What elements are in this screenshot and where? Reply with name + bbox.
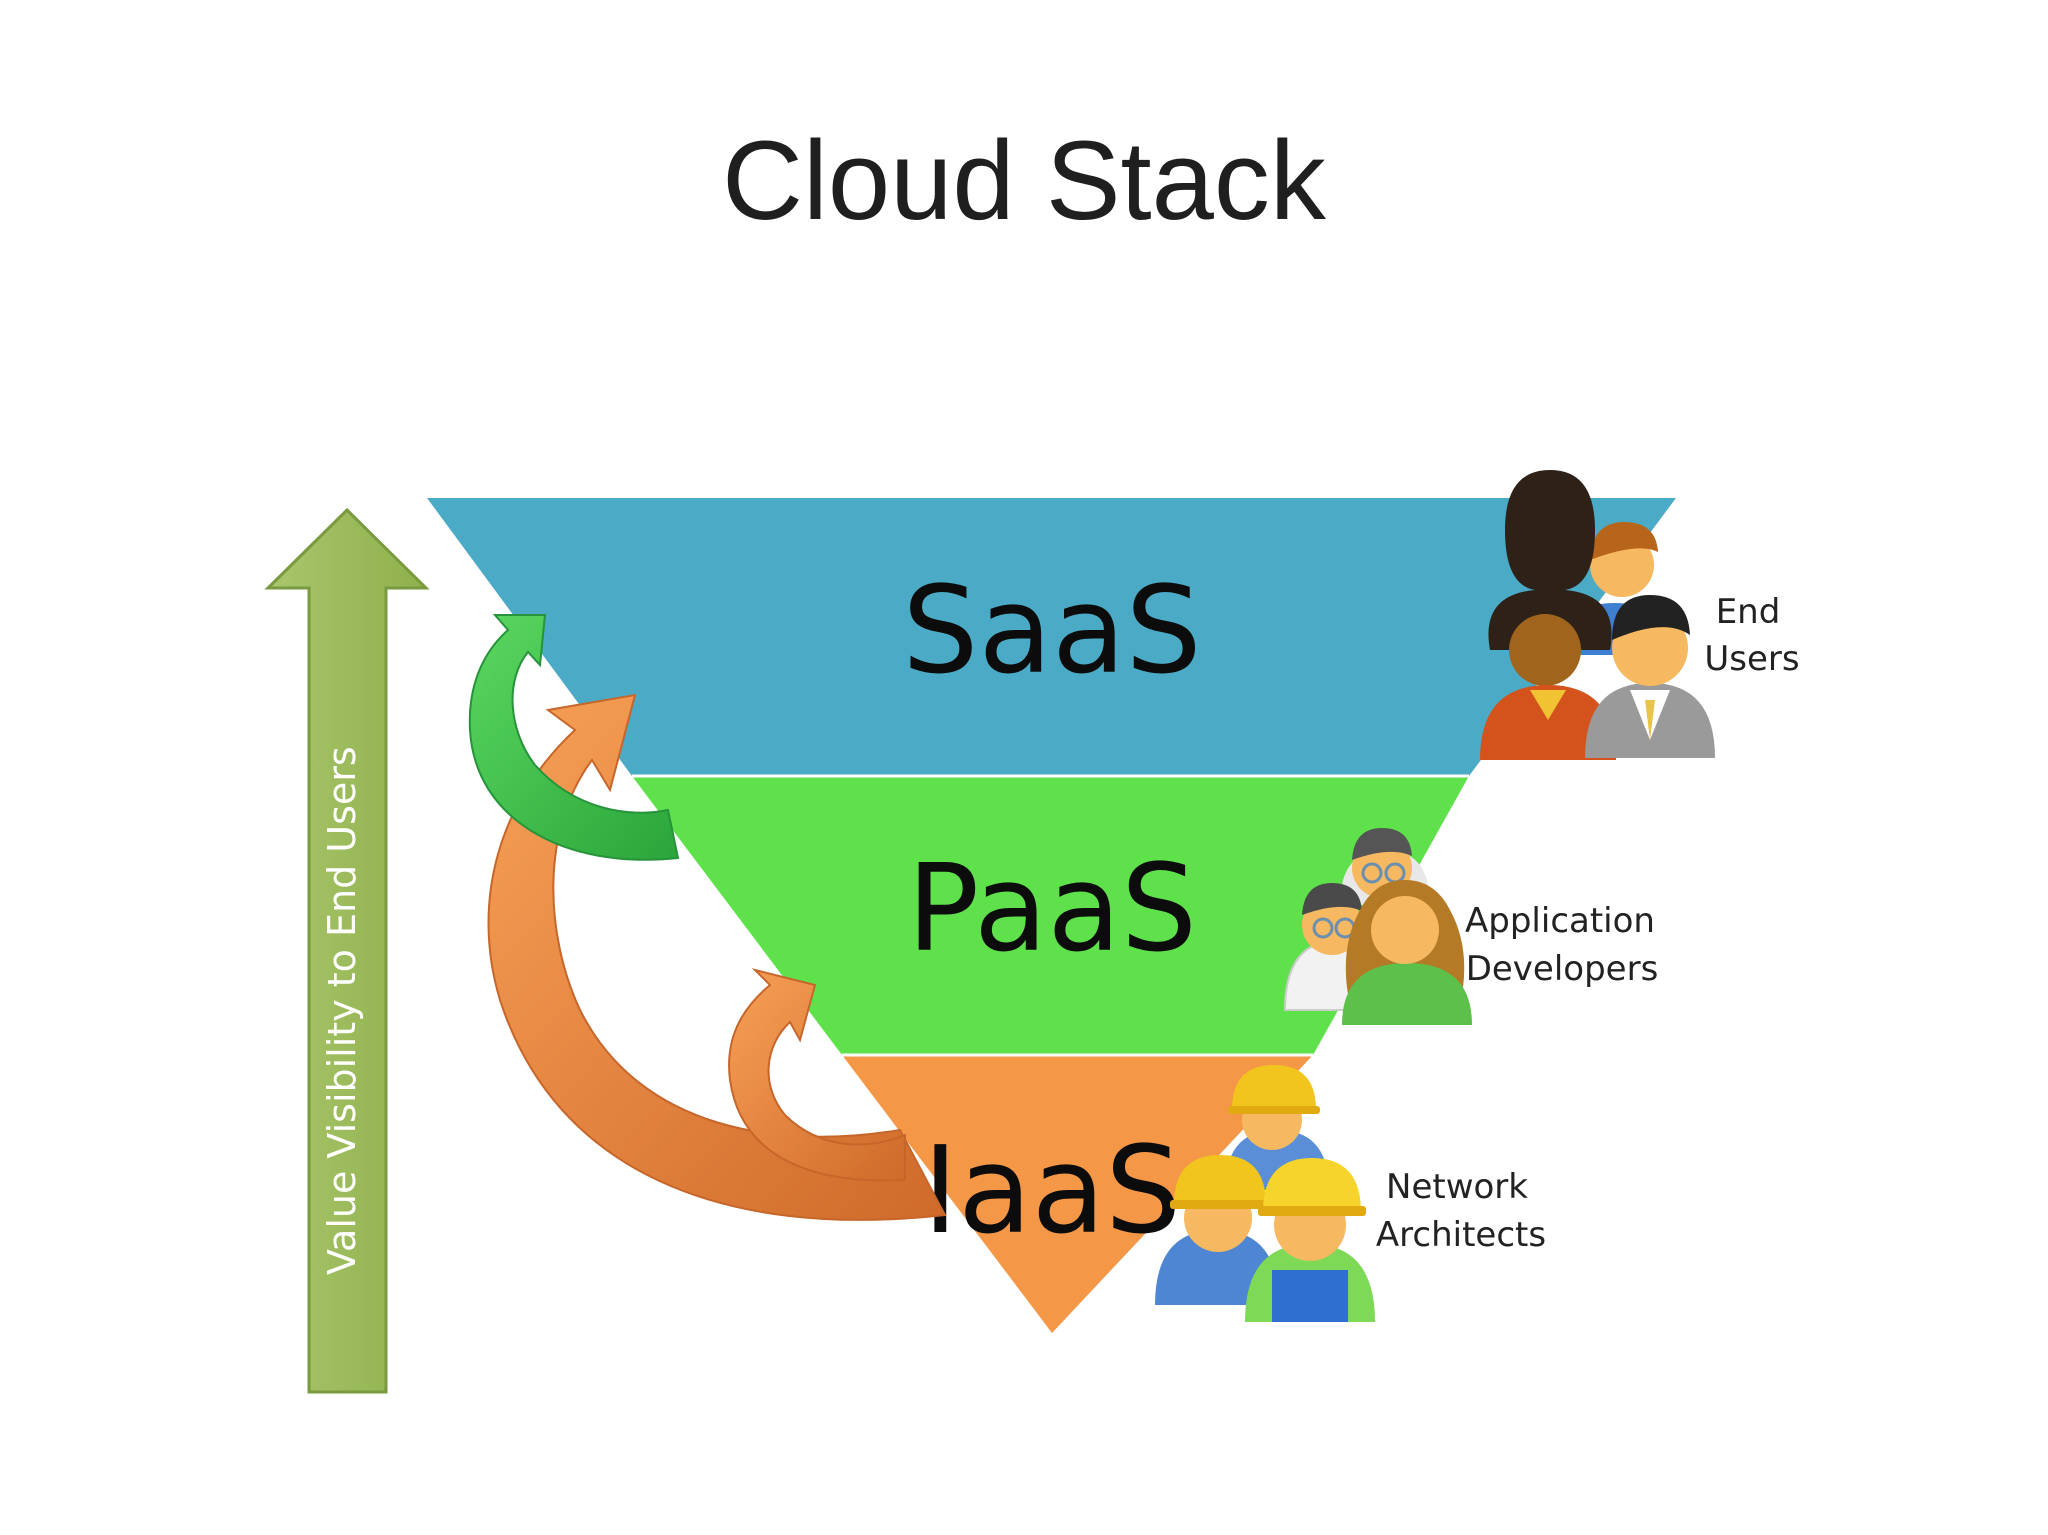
developers-label-line1: Application [1465, 901, 1655, 941]
saas-layer [427, 498, 1676, 776]
paas-layer [632, 776, 1469, 1055]
architects-label-line1: Network [1386, 1167, 1528, 1207]
value-visibility-axis-arrow: Value Visibility to End Users [264, 507, 430, 1394]
architects-group-icon [1155, 1065, 1375, 1322]
iaas-layer [842, 1055, 1313, 1333]
developers-label-line2: Developers [1466, 949, 1659, 989]
end-users-label-line1: End [1716, 592, 1781, 632]
slide-title: Cloud Stack [722, 118, 1326, 243]
stack-funnel [427, 498, 1676, 1333]
saas-label: SaaS [902, 562, 1201, 701]
iaas-to-paas-arrow [728, 968, 906, 1182]
iaas-label: IaaS [923, 1122, 1182, 1261]
end-users-group-icon [1480, 470, 1715, 760]
axis-label: Value Visibility to End Users [320, 746, 364, 1275]
paas-to-saas-arrow [468, 614, 680, 861]
paas-label: PaaS [907, 840, 1197, 979]
developers-group-icon [1283, 828, 1472, 1025]
architects-label-line2: Architects [1376, 1215, 1546, 1255]
iaas-to-saas-arrow [487, 693, 947, 1221]
end-users-label-line2: Users [1704, 639, 1799, 679]
